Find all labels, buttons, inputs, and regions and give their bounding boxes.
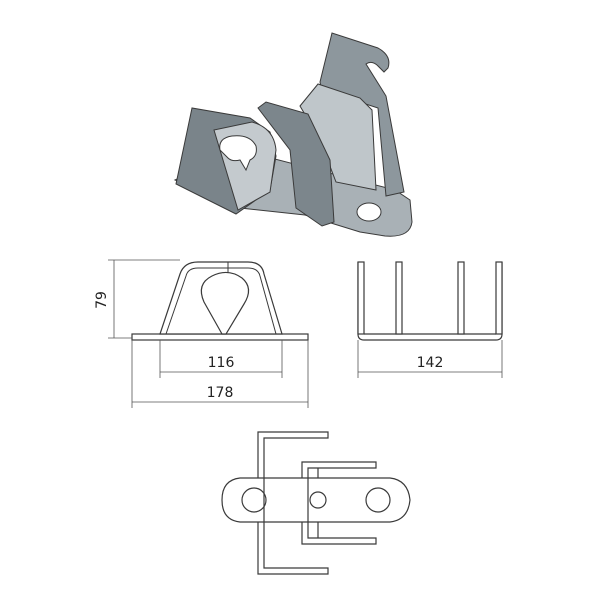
top-right-hole xyxy=(365,487,391,513)
front-body-inner xyxy=(165,267,277,335)
side-post-4 xyxy=(495,261,503,335)
side-view: 142 xyxy=(357,261,503,378)
left-keyhole xyxy=(219,135,257,172)
tall-hook-plate xyxy=(319,32,405,197)
top-left-plate xyxy=(257,431,329,575)
top-view xyxy=(221,431,411,575)
side-base xyxy=(357,262,503,341)
top-center-hole xyxy=(309,491,327,509)
top-right-plate xyxy=(301,461,377,545)
isometric-view xyxy=(173,32,413,237)
height-dimension-label: 79 xyxy=(94,291,110,309)
middle-plate xyxy=(257,101,335,227)
top-left-hole xyxy=(241,487,267,513)
front-base-flange xyxy=(131,333,309,341)
depth-dimension-label: 142 xyxy=(417,355,444,371)
front-keyhole xyxy=(200,271,250,335)
side-post-2 xyxy=(395,261,403,335)
front-view: 79 116 178 xyxy=(94,259,309,408)
base-ear-hole xyxy=(356,202,382,222)
inner-width-dimension-label: 116 xyxy=(208,355,235,371)
side-post-3 xyxy=(457,261,465,335)
side-post-1 xyxy=(357,261,365,335)
outer-width-dimension-label: 178 xyxy=(207,385,234,401)
